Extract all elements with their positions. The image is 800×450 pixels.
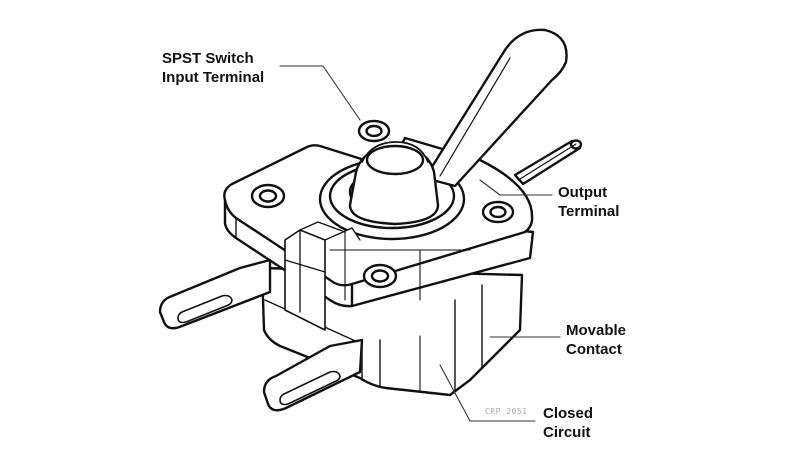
terminal-tabs bbox=[158, 258, 364, 412]
toggle-lever bbox=[348, 28, 568, 226]
movable-contact-block bbox=[284, 221, 471, 331]
leader-output bbox=[479, 179, 553, 196]
screw-holes bbox=[250, 119, 515, 289]
part-number-stamp: CRP 2051 bbox=[485, 407, 528, 416]
leader-closed bbox=[439, 364, 536, 422]
leader-lines bbox=[279, 65, 561, 422]
label-movable-contact: Movable Contact bbox=[566, 322, 627, 358]
label-input-terminal: SPST Switch Input Terminal bbox=[162, 50, 265, 86]
leader-input bbox=[279, 65, 361, 121]
label-closed-circuit: Closed Circuit bbox=[543, 405, 594, 441]
output-terminal-rod bbox=[513, 139, 583, 186]
label-output-terminal: Output Terminal bbox=[558, 184, 620, 220]
